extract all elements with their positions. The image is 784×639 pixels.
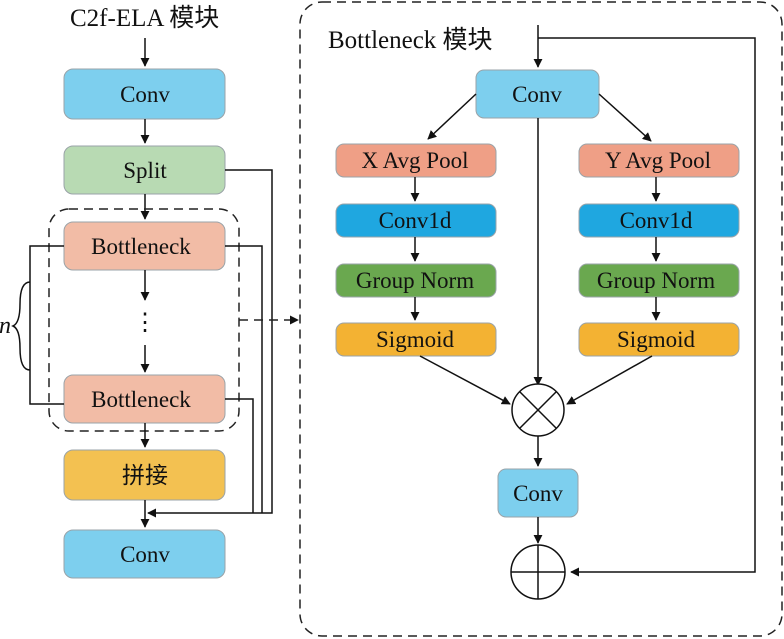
conv-top-label: Conv [120, 82, 170, 107]
arrow-sigmoid-left-to-multiply [419, 355, 511, 405]
ellipsis-dots: ⋮ [133, 310, 157, 336]
arrow-conv-to-x-pool [427, 93, 477, 140]
multiply-icon [511, 383, 565, 437]
right-module-title: Bottleneck 模块 [328, 26, 493, 54]
bottleneck-n-to-concat-line [225, 398, 254, 513]
sigmoid-left-box [335, 322, 497, 357]
group-norm-left-label: Group Norm [356, 268, 474, 293]
conv-bottom-label: Conv [120, 542, 170, 567]
bn-conv-bottom-label: Conv [513, 481, 563, 506]
x-avg-pool-box [335, 143, 497, 178]
bn-conv-top-label: Conv [512, 82, 562, 107]
bottleneck-1-to-concat-line [225, 245, 263, 513]
sigmoid-right-label: Sigmoid [617, 327, 695, 352]
add-icon [510, 544, 566, 600]
conv1d-right-box [578, 203, 740, 238]
group-norm-left-box [335, 263, 497, 298]
group-norm-right-box [578, 263, 740, 298]
sigmoid-left-label: Sigmoid [376, 327, 454, 352]
split-to-concat-line [147, 169, 273, 518]
concat-label: 拼接 [122, 463, 168, 488]
x-avg-pool-label: X Avg Pool [362, 148, 469, 173]
y-avg-pool-box [578, 143, 740, 178]
arrow-conv-to-y-pool [598, 93, 652, 142]
repeat-brace [11, 281, 31, 371]
repeat-connector-line [29, 245, 64, 405]
arrow-sigmoid-right-to-multiply [566, 355, 653, 405]
conv1d-right-label: Conv1d [620, 208, 693, 233]
group-norm-right-label: Group Norm [597, 268, 715, 293]
split-label: Split [123, 158, 167, 183]
sigmoid-right-box [578, 322, 740, 357]
residual-line [538, 37, 756, 577]
bottleneck-1-label: Bottleneck [91, 234, 191, 259]
y-avg-pool-label: Y Avg Pool [605, 148, 711, 173]
conv1d-left-label: Conv1d [379, 208, 452, 233]
bottleneck-module-outline [299, 1, 783, 637]
conv-bottom-box [63, 529, 226, 579]
bottleneck-n-label: Bottleneck [91, 387, 191, 412]
left-module-title: C2f-ELA 模块 [70, 4, 219, 32]
repeat-count-label: n [0, 313, 11, 339]
conv1d-left-box [335, 203, 497, 238]
